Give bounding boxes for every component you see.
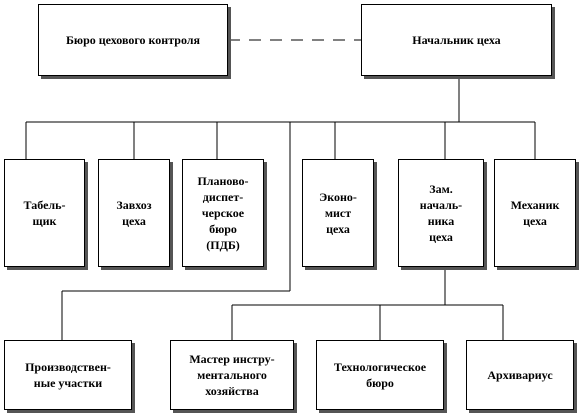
- deputy-head-label: Зам. началь- ника цеха: [419, 182, 463, 244]
- supply-manager-box: Завхоз цеха: [98, 159, 170, 267]
- mechanic-label: Механик цеха: [510, 198, 560, 228]
- economist-box: Эконо- мист цеха: [302, 159, 374, 267]
- supply-manager-label: Завхоз цеха: [116, 198, 152, 228]
- mechanic-box: Механик цеха: [494, 159, 576, 267]
- head-box: Начальник цеха: [361, 4, 552, 76]
- planning-bureau-label: Планово- диспет- черское бюро (ПДБ): [197, 174, 249, 252]
- timekeeper-box: Табель- щик: [4, 159, 85, 267]
- control-bureau-box: Бюро цехового контроля: [38, 4, 228, 76]
- production-sections-label: Производствен- ные участки: [25, 360, 111, 390]
- production-sections-box: Производствен- ные участки: [4, 340, 132, 410]
- planning-bureau-box: Планово- диспет- черское бюро (ПДБ): [182, 159, 264, 267]
- economist-label: Эконо- мист цеха: [319, 190, 357, 236]
- control-bureau-label: Бюро цехового контроля: [65, 33, 201, 47]
- archivist-box: Архивариус: [466, 340, 574, 410]
- tech-bureau-label: Технологическое бюро: [333, 360, 427, 390]
- tool-master-box: Мастер инстру- ментального хозяйства: [170, 340, 294, 410]
- timekeeper-label: Табель- щик: [23, 198, 66, 228]
- archivist-label: Архивариус: [487, 368, 553, 382]
- deputy-head-box: Зам. началь- ника цеха: [398, 159, 484, 267]
- head-label: Начальник цеха: [412, 33, 501, 47]
- tool-master-label: Мастер инстру- ментального хозяйства: [189, 352, 275, 398]
- tech-bureau-box: Технологическое бюро: [316, 340, 444, 410]
